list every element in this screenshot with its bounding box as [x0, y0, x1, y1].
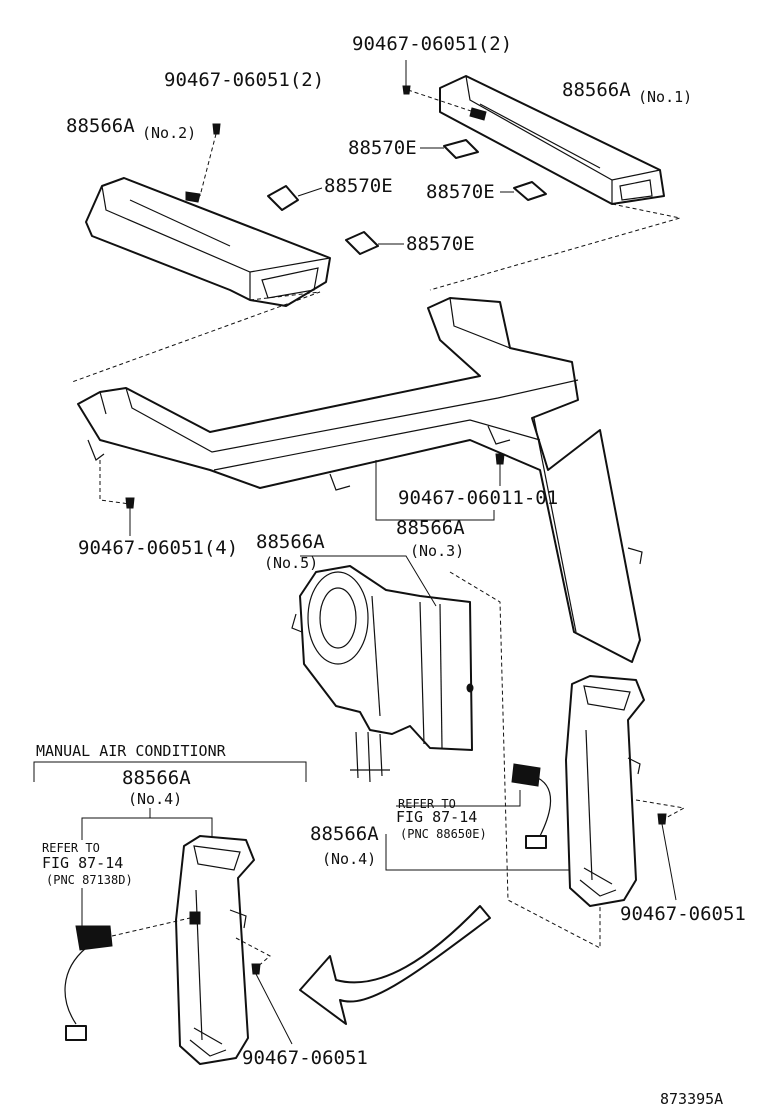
label-manual-ac-title: MANUAL AIR CONDITIONR [36, 742, 227, 760]
label-duct-no4-right-sub: (No.4) [322, 850, 376, 868]
blower-dash-guide [449, 571, 601, 949]
label-refer-right-2: FIG 87-14 [396, 808, 477, 826]
label-refer-right-3: (PNC 88650E) [400, 827, 487, 841]
label-duct-no4-right-part: 88566A [310, 823, 379, 845]
screw-center-icon [495, 453, 505, 486]
label-manual-sub: (No.4) [128, 790, 182, 808]
label-duct-no3-part: 88566A [396, 517, 465, 539]
duct-no1-illustration [439, 75, 665, 205]
label-refer-left-2: FIG 87-14 [42, 854, 123, 872]
screw-leader-top-right [407, 89, 475, 113]
duct-no5-leader [300, 555, 437, 607]
label-cushion-b: 88570E [324, 175, 393, 197]
label-cushion-d: 88570E [406, 233, 475, 255]
screw-leader-left-four [99, 460, 131, 505]
cushion-a-icon [420, 139, 479, 159]
duct-no4-right-leader [385, 834, 570, 871]
label-duct-no5-part: 88566A [256, 531, 325, 553]
label-screw-left-bottom: 90467-06051 [242, 1047, 368, 1069]
duct-no4-right-illustration [565, 675, 645, 907]
label-screw-left-four: 90467-06051(4) [78, 537, 238, 559]
duct-no3-bracket [375, 460, 495, 521]
label-cushion-a: 88570E [348, 137, 417, 159]
manual-no4-bracket [81, 808, 213, 840]
label-duct-no1-sub: (No.1) [638, 88, 692, 106]
label-refer-right-1: REFER TO [398, 797, 456, 811]
cushion-d-icon [345, 231, 404, 255]
label-refer-left-1: REFER TO [42, 841, 100, 855]
label-screw-top-right: 90467-06051(2) [352, 33, 512, 55]
label-screw-center: 90467-06011-01 [398, 487, 558, 509]
label-duct-no3-sub: (No.3) [410, 542, 464, 560]
direction-arrow-icon [299, 905, 491, 1025]
label-duct-no2-sub: (No.2) [142, 124, 196, 142]
label-screw-right-bottom: 90467-06051 [620, 903, 746, 925]
label-screw-top-left: 90467-06051(2) [164, 69, 324, 91]
screw-left-four-icon [125, 497, 135, 536]
duct-no2-leader-down [71, 291, 321, 383]
duct-no3-illustration [77, 297, 643, 663]
screw-top-left-icon [199, 123, 221, 197]
label-diagram-code: 873395A [660, 1090, 723, 1108]
label-duct-no2-part: 88566A [66, 115, 135, 137]
cushion-b-icon [267, 185, 323, 211]
refer-right-bracket [396, 790, 521, 807]
label-manual-part: 88566A [122, 767, 191, 789]
cushion-c-icon [500, 181, 547, 201]
sensor-left-icon [64, 917, 191, 1041]
label-cushion-c: 88570E [426, 181, 495, 203]
sensor-right-icon [511, 763, 552, 849]
screw-top-right-icon [402, 60, 411, 95]
screw-left-bottom-icon [235, 937, 293, 1045]
duct-no1-leader-down [429, 203, 681, 291]
duct-no4-left-illustration [175, 835, 255, 1065]
label-duct-no1-part: 88566A [562, 79, 631, 101]
blower-unit-illustration [291, 565, 474, 783]
label-duct-no5-sub: (No.5) [264, 554, 318, 572]
label-refer-left-3: (PNC 87138D) [46, 873, 133, 887]
screw-right-bottom-icon [635, 799, 686, 901]
manual-ac-bracket [33, 761, 307, 782]
